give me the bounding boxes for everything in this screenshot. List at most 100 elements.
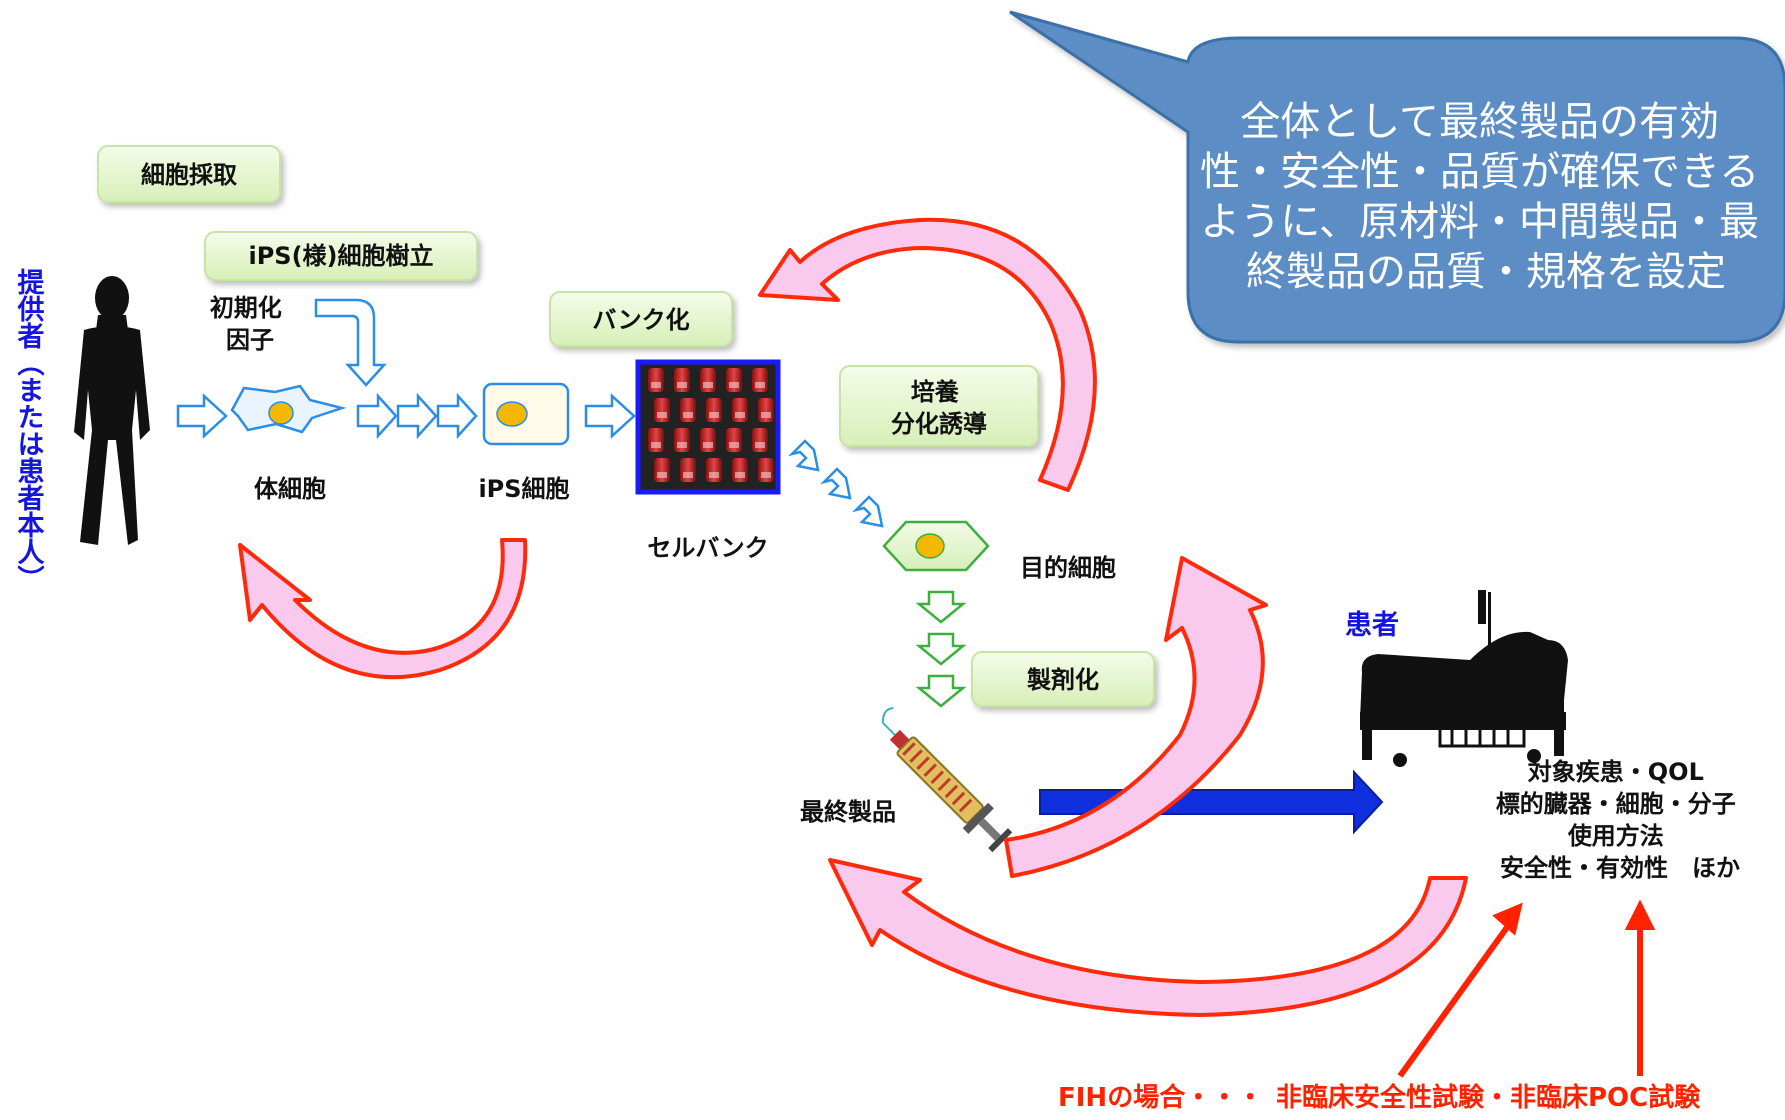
patient-considerations: 対象疾患・QOL 標的臓器・細胞・分子 使用方法 安全性・有効性 ほか xyxy=(1496,758,1744,882)
factors-arrow-icon xyxy=(314,298,387,387)
diagonal-chevron-arrows xyxy=(787,439,884,528)
cryo-tube-label xyxy=(755,442,765,448)
cryo-tube xyxy=(674,368,690,392)
syringe-mark xyxy=(916,756,930,770)
cryo-tube xyxy=(752,428,768,452)
loop-arrow-ips-icon xyxy=(238,538,528,680)
red-arrows xyxy=(1397,899,1656,1078)
cryo-tube xyxy=(706,458,722,482)
final-product-label: 最終製品 xyxy=(800,798,896,826)
cryo-tube xyxy=(648,368,664,392)
syringe-mark xyxy=(937,777,952,792)
somatic-cell-label: 体細胞 xyxy=(254,475,326,503)
step-box-cell-collection xyxy=(97,145,281,203)
somatic-cell-icon xyxy=(230,384,347,434)
flow-chevron-arrows xyxy=(176,392,636,440)
syringe-mark xyxy=(923,763,937,777)
callout-shape xyxy=(1009,10,1785,344)
cryo-tube xyxy=(758,398,774,422)
donor-label: 提供者（または患者本人） xyxy=(13,268,46,592)
cryo-tube-label xyxy=(761,412,771,418)
cryo-tube-label xyxy=(735,472,745,478)
chevron-down-right-icon xyxy=(787,439,820,472)
cryo-tube xyxy=(732,458,748,482)
arrow-down-icon xyxy=(915,674,967,708)
donor-silhouette-icon xyxy=(74,276,150,545)
factors-label: 初期化 因子 xyxy=(210,294,290,354)
cryo-tube-label xyxy=(657,472,667,478)
step-box-banking xyxy=(549,291,733,347)
cryo-tube-label xyxy=(657,412,667,418)
target-cell-icon xyxy=(882,520,990,572)
syringe-mark xyxy=(902,742,916,756)
step-label-banking: バンク化 xyxy=(592,306,689,334)
cryo-tube-label xyxy=(703,442,713,448)
cell-bank-image xyxy=(635,359,781,495)
callout-bubble xyxy=(1009,10,1785,344)
cryo-tube xyxy=(726,368,742,392)
footer-text: FIHの場合・・・ 非臨床安全性試験・非臨床POC試験 xyxy=(1058,1082,1701,1113)
cell-bank-label: セルバンク xyxy=(647,534,768,562)
target-cell-label: 目的細胞 xyxy=(1020,554,1116,582)
step-box-culture xyxy=(839,365,1039,447)
cryo-tube xyxy=(648,428,664,452)
chevron-right-icon xyxy=(356,392,398,440)
cryo-tube-label xyxy=(709,412,719,418)
cryo-tube xyxy=(706,398,722,422)
cryo-tube-label xyxy=(703,382,713,388)
cryo-tube xyxy=(752,368,768,392)
cryo-tube-label xyxy=(651,442,661,448)
step-label-ips-establishment: iPS(様)細胞樹立 xyxy=(248,242,433,270)
cryo-tube-label xyxy=(729,382,739,388)
syringe-icon xyxy=(881,706,1013,853)
patient-bed-icon xyxy=(1360,590,1568,767)
syringe-mark xyxy=(930,770,944,784)
loop-arrow-bank-icon xyxy=(758,217,1097,492)
callout-text: 全体として最終製品の有効 性・安全性・品質が確保できる ように、原材料・中間製品… xyxy=(1200,99,1772,295)
step-label-formulation: 製剤化 xyxy=(1027,666,1099,694)
syringe-mark xyxy=(951,791,966,806)
chevron-down-right-icon xyxy=(819,467,852,500)
cryo-tube xyxy=(680,458,696,482)
cryo-tube xyxy=(680,398,696,422)
chevron-right-icon xyxy=(396,392,438,440)
cryo-tube-label xyxy=(709,472,719,478)
chevron-right-icon xyxy=(436,392,478,440)
syringe-mark xyxy=(944,784,959,799)
cryo-tube xyxy=(654,398,670,422)
step-label-cell-collection: 細胞採取 xyxy=(141,161,237,189)
step-label-culture: 培養 分化誘導 xyxy=(891,378,987,438)
cryo-tube-label xyxy=(651,382,661,388)
ips-cell-label: iPS細胞 xyxy=(478,475,569,503)
cryo-tube xyxy=(726,428,742,452)
cryo-tube-label xyxy=(677,442,687,448)
cryo-tube-label xyxy=(761,472,771,478)
cryo-tube xyxy=(654,458,670,482)
step-box-ips-establishment xyxy=(204,231,478,281)
cryo-tube-label xyxy=(683,472,693,478)
chevron-right-icon xyxy=(176,393,228,439)
arrow-down-icon xyxy=(915,590,967,624)
ips-cell-icon xyxy=(482,382,570,446)
down-arrows xyxy=(915,590,967,708)
step-box-formulation xyxy=(971,651,1155,707)
arrow-up-icon xyxy=(1624,899,1656,930)
cryo-tube xyxy=(732,398,748,422)
cryo-tube xyxy=(700,368,716,392)
chevron-right-icon xyxy=(584,393,636,439)
cryo-tube-label xyxy=(677,382,687,388)
arrow-down-icon xyxy=(915,632,967,666)
cryo-tube-label xyxy=(755,382,765,388)
chevron-down-right-icon xyxy=(851,495,884,528)
arrow-up-icon xyxy=(1492,902,1523,936)
feedback-loops xyxy=(238,217,1468,1017)
syringe-mark xyxy=(958,798,973,813)
syringe-mark xyxy=(909,749,923,763)
cryo-tube xyxy=(700,428,716,452)
cryo-tube-label xyxy=(735,412,745,418)
cryo-tube xyxy=(758,458,774,482)
cryo-tube-label xyxy=(729,442,739,448)
loop-arrow-final-icon xyxy=(1004,556,1268,878)
loop-arrow-patient-icon xyxy=(828,858,1468,1017)
